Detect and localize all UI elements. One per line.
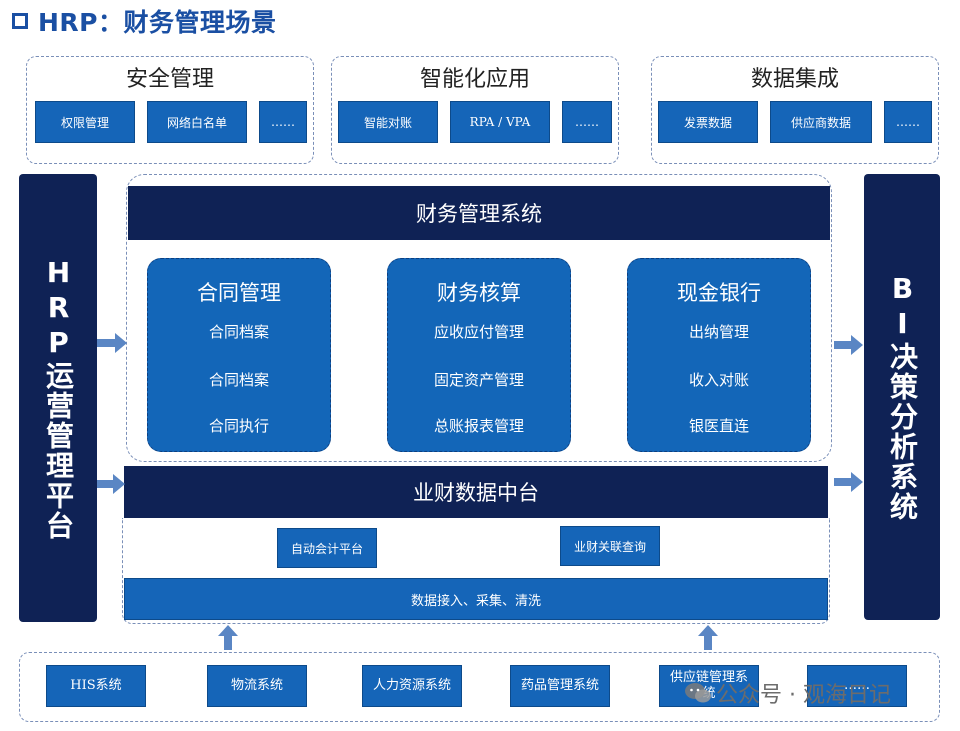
group-intelligent: 智能化应用 智能对账 RPA / VPA …… (331, 56, 619, 164)
module-item: 应收应付管理 (433, 323, 524, 341)
module-title: 合同管理 (197, 281, 281, 305)
page-title-row: HRP：财务管理场景 (12, 4, 277, 38)
module-item: 银医直连 (688, 417, 749, 435)
finance-system-title: 财务管理系统 (128, 186, 830, 240)
source-pharmacy[interactable]: 药品管理系统 (510, 665, 610, 707)
data-platform-body (122, 518, 830, 624)
arrow-right-icon (834, 335, 863, 355)
module-title: 现金银行 (677, 281, 761, 305)
module-cash-bank[interactable]: 现金银行 出纳管理 收入对账 银医直连 (627, 258, 811, 452)
item-supplier-data[interactable]: 供应商数据 (770, 101, 872, 143)
module-title: 财务核算 (437, 281, 521, 305)
group-title: 数据集成 (750, 67, 839, 92)
item-more[interactable]: …… (259, 101, 307, 143)
watermark-text: 公众号 · 观海日记 (716, 683, 891, 708)
item-more[interactable]: …… (884, 101, 932, 143)
group-title: 智能化应用 (419, 67, 530, 92)
group-security: 安全管理 权限管理 网络白名单 …… (26, 56, 314, 164)
right-platform-label: BI决策分析系统 (886, 272, 919, 522)
item-rpa[interactable]: RPA / VPA (450, 101, 550, 143)
right-platform[interactable]: BI决策分析系统 (864, 174, 940, 620)
module-item: 固定资产管理 (433, 371, 524, 389)
module-item: 总账报表管理 (433, 417, 524, 435)
module-accounting[interactable]: 财务核算 应收应付管理 固定资产管理 总账报表管理 (387, 258, 571, 452)
arrow-up-icon (698, 625, 718, 650)
left-platform[interactable]: HRP运营管理平台 (19, 174, 97, 622)
source-more[interactable]: …… (807, 665, 907, 707)
data-platform-title: 业财数据中台 (124, 466, 828, 518)
item-permission[interactable]: 权限管理 (35, 101, 135, 143)
arrow-right-icon (97, 333, 127, 353)
module-item: 收入对账 (688, 371, 749, 389)
module-item: 合同档案 (208, 371, 269, 389)
arrow-right-icon (97, 474, 125, 494)
source-hr[interactable]: 人力资源系统 (362, 665, 462, 707)
auto-accounting-button[interactable]: 自动会计平台 (277, 528, 377, 568)
arrow-up-icon (218, 625, 238, 650)
left-platform-label: HRP运营管理平台 (42, 255, 75, 541)
group-title: 安全管理 (125, 67, 214, 92)
watermark: 公众号 · 观海日记 (684, 677, 924, 709)
wechat-icon (685, 683, 711, 703)
module-item: 出纳管理 (688, 323, 749, 341)
finance-system-container (126, 174, 832, 462)
linked-query-button[interactable]: 业财关联查询 (560, 526, 660, 566)
source-logistics[interactable]: 物流系统 (207, 665, 307, 707)
item-invoice-data[interactable]: 发票数据 (658, 101, 758, 143)
title-square-icon (12, 13, 28, 29)
item-smart-reconcile[interactable]: 智能对账 (338, 101, 438, 143)
group-data-integration: 数据集成 发票数据 供应商数据 …… (651, 56, 939, 164)
page-title: HRP：财务管理场景 (38, 8, 277, 37)
data-ingest-bar: 数据接入、采集、清洗 (124, 578, 828, 620)
module-contract[interactable]: 合同管理 合同档案 合同档案 合同执行 (147, 258, 331, 452)
module-item: 合同执行 (208, 417, 269, 435)
source-systems-container (19, 652, 940, 722)
module-item: 合同档案 (208, 323, 269, 341)
item-more[interactable]: …… (562, 101, 612, 143)
source-his[interactable]: HIS系统 (46, 665, 146, 707)
arrow-right-icon (834, 472, 863, 492)
item-whitelist[interactable]: 网络白名单 (147, 101, 247, 143)
